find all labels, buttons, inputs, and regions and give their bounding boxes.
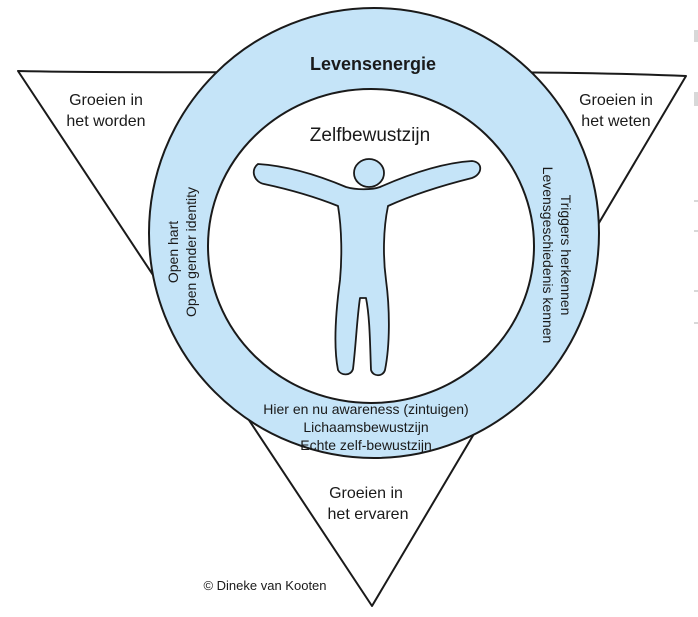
corner-top-right: Groeien in het weten (579, 92, 653, 130)
bottom-arc-line3: Echte zelf-bewustzijn (300, 437, 432, 453)
left-arc-line2: Open gender identity (183, 187, 199, 317)
corner-top-left-line2: het worden (66, 113, 145, 130)
figure-head (353, 158, 385, 188)
right-arc-line2: Levensgeschiedenis kennen (540, 167, 556, 344)
corner-top-left: Groeien in het worden (66, 92, 145, 130)
edge-mark (694, 322, 698, 324)
copyright-text: © Dineke van Kooten (203, 578, 326, 593)
figure-body (252, 160, 482, 377)
corner-top-right-line1: Groeien in (579, 92, 653, 109)
corner-bottom-line1: Groeien in (329, 485, 403, 502)
ring-title: Levensenergie (310, 54, 436, 74)
left-arc-line1: Open hart (165, 221, 181, 283)
inner-title: Zelfbewustzijn (310, 125, 430, 146)
edge-mark (694, 200, 698, 202)
bottom-arc-line1: Hier en nu awareness (zintuigen) (263, 401, 468, 417)
corner-top-right-line2: het weten (581, 113, 650, 130)
right-arc-line1: Triggers herkennen (558, 195, 574, 316)
corner-top-left-line1: Groeien in (69, 92, 143, 109)
bottom-arc-text: Hier en nu awareness (zintuigen) Lichaam… (263, 401, 468, 453)
edge-mark (694, 230, 698, 232)
edge-mark (694, 290, 698, 292)
corner-bottom: Groeien in het ervaren (328, 485, 409, 523)
corner-bottom-line2: het ervaren (328, 506, 409, 523)
right-arc-text: Triggers herkennen Levensgeschiedenis ke… (540, 167, 574, 344)
edge-mark (694, 92, 698, 106)
bottom-arc-line2: Lichaamsbewustzijn (303, 419, 428, 435)
human-figure-icon (252, 158, 482, 377)
edge-mark (694, 30, 698, 42)
left-arc-text: Open hart Open gender identity (165, 187, 199, 317)
